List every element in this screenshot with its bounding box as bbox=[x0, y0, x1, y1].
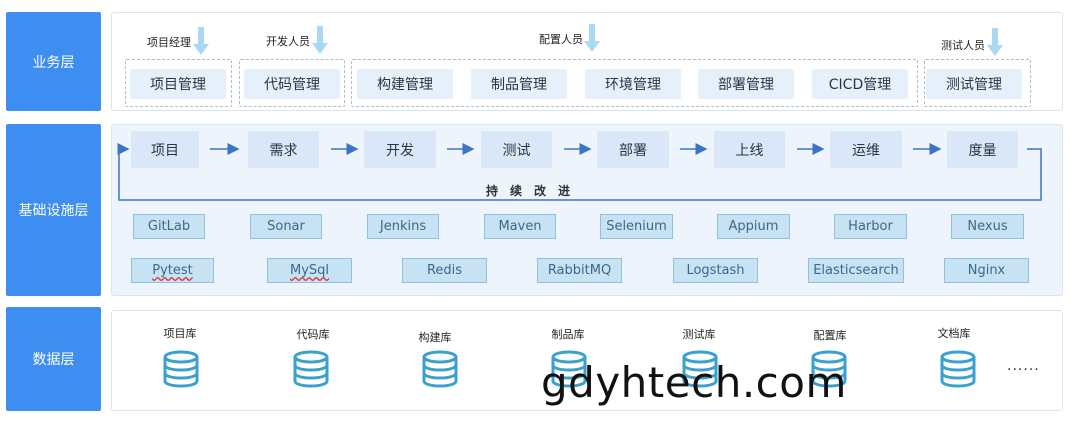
flow-operations: 运维 bbox=[830, 131, 902, 168]
tool-redis: Redis bbox=[402, 258, 487, 283]
down-arrow-icon bbox=[987, 28, 1003, 56]
db-label-test: 测试库 bbox=[682, 328, 716, 341]
group-config bbox=[351, 59, 918, 107]
tool-selenium: Selenium bbox=[600, 214, 673, 239]
group-project-manager bbox=[125, 59, 232, 107]
box-deploy-management: 部署管理 bbox=[698, 69, 794, 99]
box-artifact-management: 制品管理 bbox=[471, 69, 567, 99]
role-config: 配置人员 bbox=[539, 33, 583, 46]
db-label-artifact: 制品库 bbox=[551, 328, 585, 341]
tool-sonar: Sonar bbox=[250, 214, 322, 239]
database-icon bbox=[682, 350, 718, 388]
tool-rabbitmq: RabbitMQ bbox=[537, 258, 622, 283]
down-arrow-icon bbox=[312, 26, 328, 54]
tool-appium: Appium bbox=[717, 214, 790, 239]
tool-nexus: Nexus bbox=[951, 214, 1024, 239]
tool-nginx: Nginx bbox=[944, 258, 1029, 283]
db-label-project: 项目库 bbox=[163, 327, 197, 340]
db-label-build: 构建库 bbox=[418, 331, 452, 344]
flow-deploy: 部署 bbox=[597, 131, 669, 168]
tool-logstash: Logstash bbox=[673, 258, 758, 283]
role-developer: 开发人员 bbox=[266, 35, 310, 48]
box-cicd-management: CICD管理 bbox=[812, 69, 908, 99]
group-tester bbox=[924, 59, 1031, 107]
flow-requirement: 需求 bbox=[248, 131, 319, 168]
flow-develop: 开发 bbox=[364, 131, 436, 168]
watermark: gdyhtech.com bbox=[541, 358, 847, 407]
db-label-config: 配置库 bbox=[813, 329, 847, 342]
layer-label-infrastructure: 基础设施层 bbox=[6, 124, 101, 296]
db-label-code: 代码库 bbox=[296, 328, 330, 341]
role-project-manager: 项目经理 bbox=[147, 36, 191, 49]
down-arrow-icon bbox=[193, 27, 209, 55]
box-code-management: 代码管理 bbox=[244, 69, 340, 99]
loop-label: 持续改进 bbox=[486, 184, 583, 198]
data-panel bbox=[111, 310, 1063, 411]
db-label-docs: 文档库 bbox=[937, 327, 971, 340]
flow-test: 测试 bbox=[481, 131, 552, 168]
tool-elasticsearch: Elasticsearch bbox=[808, 258, 904, 283]
layer-label-business: 业务层 bbox=[6, 12, 101, 111]
box-test-management: 测试管理 bbox=[926, 69, 1022, 99]
database-icon bbox=[422, 350, 458, 388]
flow-release: 上线 bbox=[714, 131, 785, 168]
layer-label-data: 数据层 bbox=[6, 307, 101, 411]
down-arrow-icon bbox=[584, 24, 600, 52]
database-icon bbox=[811, 350, 847, 388]
flow-project: 项目 bbox=[131, 131, 199, 168]
tool-maven: Maven bbox=[484, 214, 556, 239]
box-build-management: 构建管理 bbox=[357, 69, 453, 99]
tool-gitlab: GitLab bbox=[133, 214, 205, 239]
box-project-management: 项目管理 bbox=[130, 69, 226, 99]
flow-metrics: 度量 bbox=[947, 131, 1018, 168]
box-env-management: 环境管理 bbox=[585, 69, 681, 99]
tool-mysql: MySql bbox=[267, 258, 352, 283]
group-developer bbox=[239, 59, 345, 107]
role-tester: 测试人员 bbox=[941, 39, 985, 52]
database-icon bbox=[940, 350, 976, 388]
tool-pytest: Pytest bbox=[131, 258, 214, 283]
tool-harbor: Harbor bbox=[834, 214, 907, 239]
database-icon bbox=[163, 350, 199, 388]
database-icon bbox=[293, 350, 329, 388]
more-ellipsis: ...... bbox=[1007, 358, 1040, 374]
database-icon bbox=[551, 350, 587, 388]
tool-jenkins: Jenkins bbox=[367, 214, 439, 239]
